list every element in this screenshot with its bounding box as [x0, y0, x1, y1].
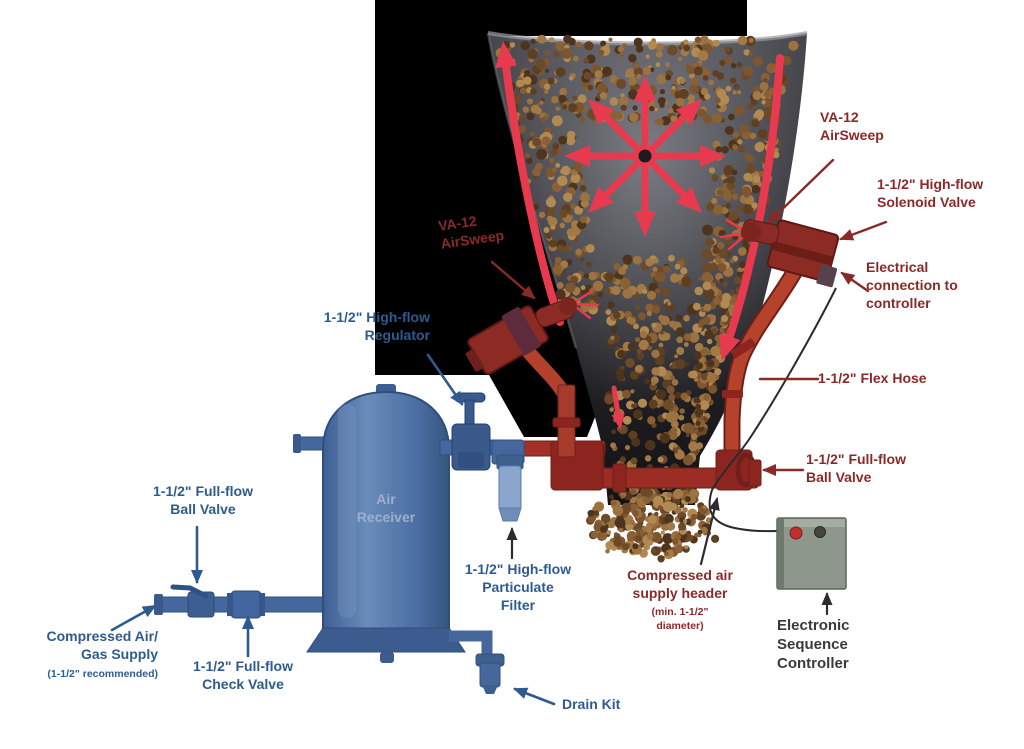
arrow-to-supply-header: [699, 497, 720, 566]
leader-arrows: [110, 158, 888, 706]
controller-wire: [708, 287, 837, 533]
arrow-to-airsweep-left: [490, 260, 536, 300]
label-flex-hose: 1-1/2" Flex Hose: [818, 370, 927, 386]
air-supply-system: [154, 384, 525, 694]
label-va12-airsweep-right: VA-12 AirSweep: [820, 109, 884, 143]
radial-arrows: [564, 75, 726, 237]
label-ball-valve-right: 1-1/2" Full-flow Ball Valve: [806, 451, 906, 485]
controller-box: [776, 517, 847, 590]
label-ball-valve-left: 1-1/2" Full-flow Ball Valve: [153, 483, 253, 517]
label-electronic-sequence-controller: Electronic Sequence Controller: [777, 617, 850, 672]
label-compressed-air-supply: Compressed Air/ Gas Supply: [46, 628, 158, 662]
ball-valve-right-device: [715, 449, 762, 491]
arrow-to-airsweep-right: [767, 158, 835, 224]
airsweep-right-device: [741, 219, 840, 288]
label-regulator: 1-1/2" High-flow Regulator: [323, 309, 430, 343]
label-supply-header-note: (min. 1-1/2" diameter): [651, 606, 709, 632]
particulate-filter-device: [496, 454, 524, 522]
arrow-to-supply-pipe: [110, 604, 157, 632]
label-solenoid-valve: 1-1/2" High-flow Solenoid Valve: [877, 176, 984, 210]
label-air-receiver: Air Receiver: [356, 491, 416, 525]
label-supply-header: Compressed air supply header: [627, 567, 733, 601]
label-drain-kit: Drain Kit: [562, 696, 621, 712]
controller-dark-button: [814, 526, 826, 538]
bulk-material: [495, 34, 799, 563]
drain-kit-device: [475, 653, 505, 694]
label-compressed-air-note: (1-1/2" recommended): [47, 668, 158, 680]
airsweep-left-device: [465, 297, 577, 375]
solenoid-electrical-connector: [816, 264, 838, 288]
arrow-to-electrical-connection: [840, 271, 870, 293]
check-valve-device: [227, 590, 265, 619]
regulator-device: [451, 392, 491, 471]
ball-valve-left-device: [170, 584, 215, 618]
arrow-to-regulator: [426, 353, 464, 406]
arrow-to-solenoid-valve: [839, 220, 888, 241]
compressed-air-piping: [518, 259, 807, 493]
drain-pipe: [449, 630, 493, 658]
airsweep-left-nozzle: [559, 297, 577, 315]
label-check-valve: 1-1/2" Full-flow Check Valve: [193, 658, 293, 692]
ball-valve-lever: [170, 584, 209, 599]
controller-red-button: [789, 526, 803, 540]
arrow-to-drain-kit: [513, 687, 556, 706]
label-electrical-connection: Electrical connection to controller: [866, 259, 958, 311]
air-receiver-tank: [293, 384, 466, 663]
label-particulate-filter: 1-1/2" High-flow Particulate Filter: [464, 561, 572, 613]
airsweep-right-nozzle: [741, 222, 761, 242]
